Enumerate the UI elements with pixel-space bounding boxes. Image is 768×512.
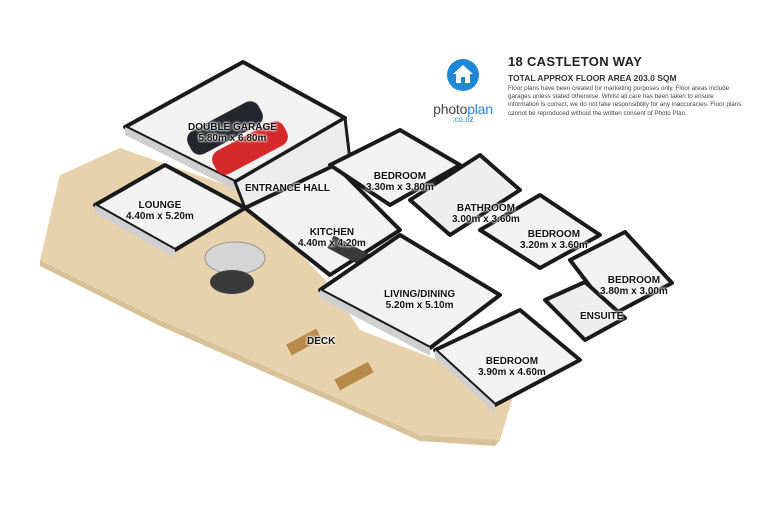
ensuite-label: ENSUITE bbox=[580, 311, 623, 322]
logo-wordmark: photoplan bbox=[430, 101, 496, 117]
lounge-wall-side bbox=[95, 205, 175, 258]
bedroom-3-dims: 3.80m x 3.00m bbox=[600, 286, 668, 297]
disclaimer-text: Floor plans have been created for market… bbox=[508, 85, 742, 117]
bedroom-2-dims: 3.20m x 3.60m bbox=[520, 240, 588, 251]
garage-label: DOUBLE GARAGE 5.80m x 6.80m bbox=[188, 122, 277, 144]
car-red bbox=[212, 121, 288, 175]
kitchen-label: KITCHEN 4.40m x 4.20m bbox=[298, 227, 366, 249]
bedroom-4-dims: 3.90m x 4.60m bbox=[478, 367, 546, 378]
deck-label: DECK bbox=[307, 336, 335, 347]
living-dining-name: LIVING/DINING bbox=[384, 289, 456, 300]
bedroom-2-name: BEDROOM bbox=[527, 229, 581, 240]
house-icon bbox=[447, 59, 479, 91]
bedroom-4-label: BEDROOM 3.90m x 4.60m bbox=[478, 356, 546, 378]
living-dining-dims: 5.20m x 5.10m bbox=[385, 300, 454, 311]
kitchen-dims: 4.40m x 4.20m bbox=[298, 238, 366, 249]
bedroom-4-name: BEDROOM bbox=[485, 356, 539, 367]
bedroom-1-name: BEDROOM bbox=[373, 171, 427, 182]
bench-1 bbox=[286, 328, 322, 356]
entrance-hall-label: ENTRANCE HALL bbox=[245, 183, 330, 194]
outdoor-table-icon bbox=[210, 270, 254, 294]
bathroom-floor bbox=[408, 153, 522, 237]
lounge-dims: 4.40m x 5.20m bbox=[126, 211, 194, 222]
bedroom-1-dims: 3.30m x 3.80m bbox=[366, 182, 434, 193]
logo-text-brand: plan bbox=[467, 101, 493, 117]
living-dining-floor bbox=[318, 233, 502, 350]
living-dining-wall-side bbox=[320, 290, 430, 356]
photoplan-logo: photoplan .co.nz bbox=[430, 58, 496, 124]
car-dark bbox=[187, 101, 263, 155]
kitchen-name: KITCHEN bbox=[309, 227, 355, 238]
logo-text-prefix: photo bbox=[433, 101, 468, 117]
bedroom-4-wall-side bbox=[435, 350, 495, 413]
umbrella-icon bbox=[204, 241, 266, 275]
bedroom-2-floor bbox=[478, 193, 602, 270]
bathroom-label: BATHROOM 3.00m x 3.60m bbox=[452, 203, 520, 225]
logo-subtext: .co.nz bbox=[452, 115, 474, 124]
lounge-name: LOUNGE bbox=[138, 200, 182, 211]
bedroom-3-name: BEDROOM bbox=[607, 275, 661, 286]
living-dining-label: LIVING/DINING 5.20m x 5.10m bbox=[384, 289, 455, 311]
plan-header: 18 CASTLETON WAY TOTAL APPROX FLOOR AREA… bbox=[508, 54, 743, 118]
bathroom-name: BATHROOM bbox=[456, 203, 515, 214]
ensuite-name: ENSUITE bbox=[580, 311, 624, 322]
bedroom-1-floor bbox=[328, 128, 462, 207]
bedroom-1-label: BEDROOM 3.30m x 3.80m bbox=[366, 171, 434, 193]
plan-title: 18 CASTLETON WAY bbox=[508, 54, 643, 69]
garage-dims: 5.80m x 6.80m bbox=[198, 133, 267, 144]
kitchen-floor bbox=[243, 163, 402, 277]
garage-name: DOUBLE GARAGE bbox=[188, 122, 277, 133]
garage-wall-side bbox=[125, 127, 235, 190]
deck-name: DECK bbox=[307, 336, 336, 347]
bench-2 bbox=[334, 361, 374, 391]
bathroom-dims: 3.00m x 3.60m bbox=[452, 214, 520, 225]
bedroom-3-label: BEDROOM 3.80m x 3.00m bbox=[600, 275, 668, 297]
entrance-hall-name: ENTRANCE HALL bbox=[245, 183, 330, 194]
lounge-label: LOUNGE 4.40m x 5.20m bbox=[126, 200, 194, 222]
ensuite-floor bbox=[543, 280, 627, 342]
bedroom-2-label: BEDROOM 3.20m x 3.60m bbox=[520, 229, 588, 251]
floor-area: TOTAL APPROX FLOOR AREA 203.0 SQM bbox=[508, 73, 677, 83]
bedroom-4-floor bbox=[433, 308, 582, 407]
